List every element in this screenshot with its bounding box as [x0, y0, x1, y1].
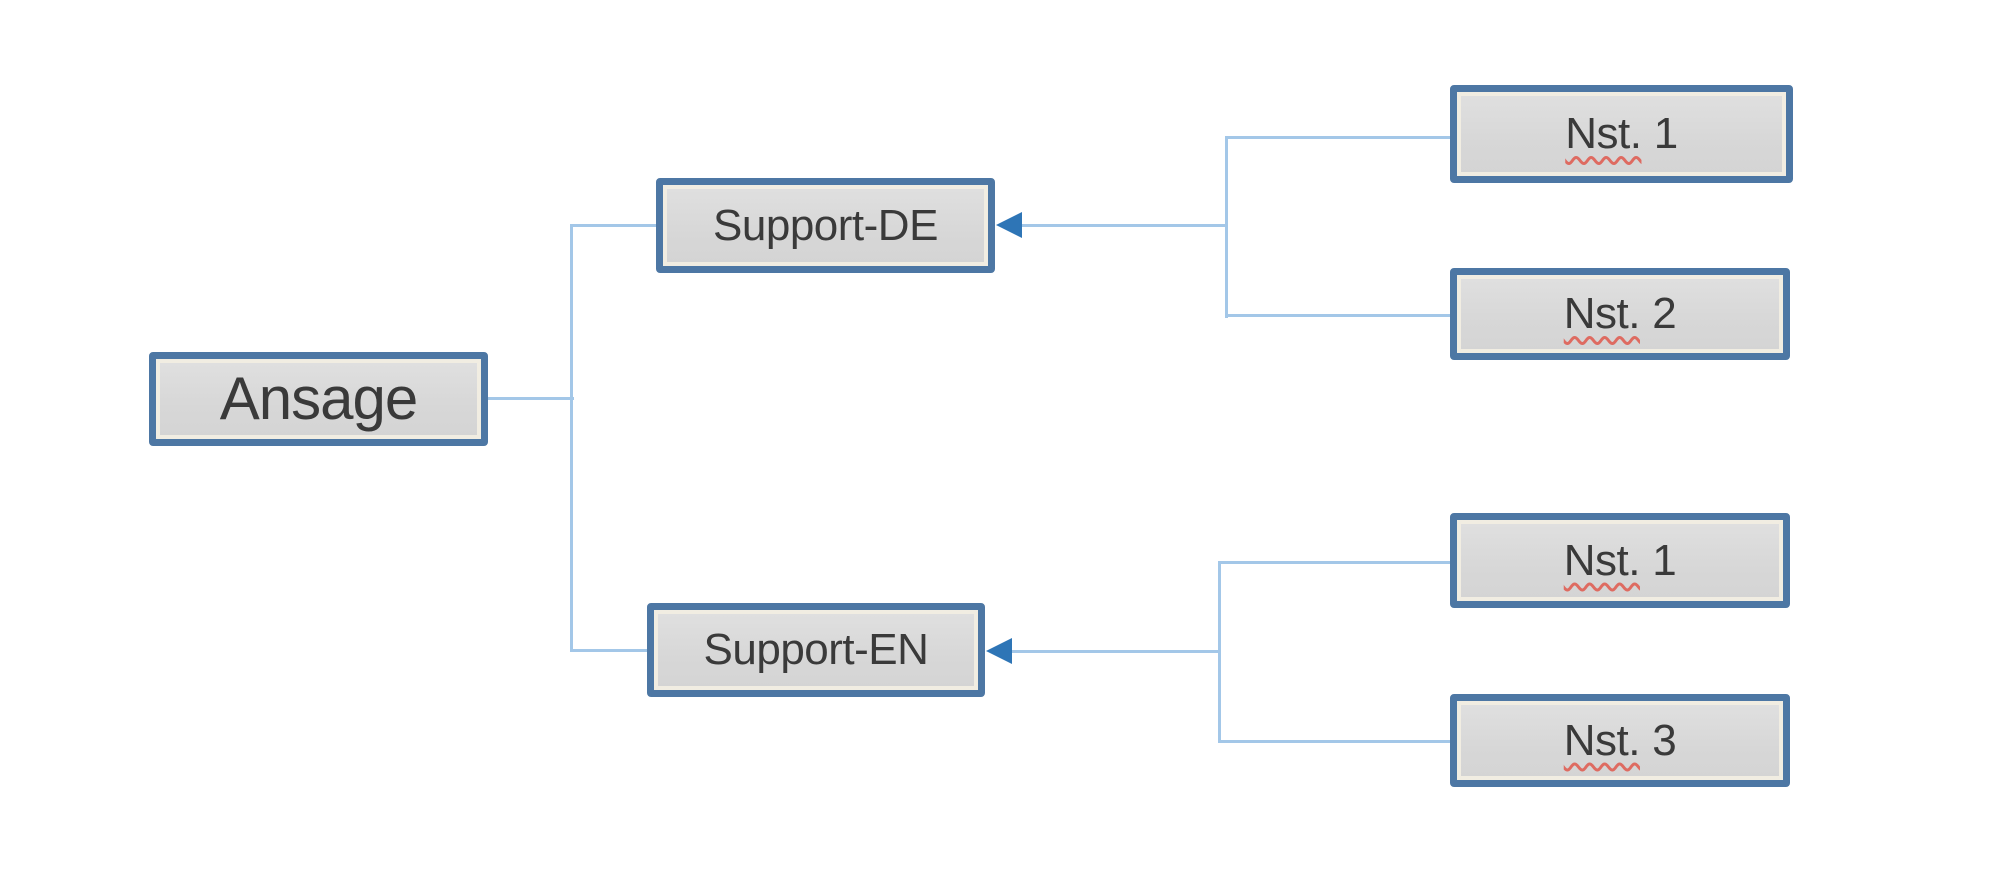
node-nst-1-top-label: Nst.1	[1565, 112, 1678, 156]
node-ansage: Ansage	[149, 352, 488, 446]
node-number: 3	[1652, 715, 1677, 765]
arrow-left-icon	[986, 638, 1012, 664]
misspelled-word: Nst.	[1563, 715, 1641, 765]
node-number: 2	[1652, 289, 1677, 338]
node-support-en: Support-EN	[647, 603, 985, 697]
connector-arrow-line-to-support-en	[1012, 650, 1220, 653]
arrow-left-icon	[996, 212, 1022, 238]
connector-trunk-to-support-de	[572, 224, 656, 227]
misspelled-word: Nst.	[1563, 289, 1641, 338]
connector-left-trunk	[570, 224, 573, 652]
connector-trunk-to-nst3	[1221, 740, 1450, 743]
node-support-de: Support-DE	[656, 178, 995, 273]
node-nst-1-bottom-label: Nst.1	[1563, 535, 1677, 585]
node-ansage-label: Ansage	[219, 365, 418, 432]
connector-arrow-line-to-support-de	[1020, 224, 1227, 227]
node-support-de-label: Support-DE	[713, 200, 938, 250]
connector-trunk-to-nst2	[1228, 314, 1450, 317]
connector-trunk-to-nst1-top	[1228, 136, 1450, 139]
node-number: 1	[1653, 109, 1678, 158]
node-nst-2: Nst.2	[1450, 268, 1790, 360]
connector-trunk-to-nst1-bottom	[1221, 561, 1450, 564]
connector-trunk-to-support-en	[572, 649, 647, 652]
connector-root-to-trunk	[488, 397, 574, 400]
node-nst-3-label: Nst.3	[1563, 715, 1677, 765]
node-nst-2-label: Nst.2	[1564, 292, 1677, 336]
connector-de-group-trunk	[1225, 136, 1228, 318]
node-nst-1-top: Nst.1	[1450, 85, 1793, 183]
node-nst-3: Nst.3	[1450, 694, 1790, 787]
misspelled-word: Nst.	[1565, 109, 1642, 158]
node-nst-1-bottom: Nst.1	[1450, 513, 1790, 608]
node-number: 1	[1652, 535, 1677, 585]
node-support-en-label: Support-EN	[703, 625, 929, 674]
misspelled-word: Nst.	[1563, 535, 1641, 585]
